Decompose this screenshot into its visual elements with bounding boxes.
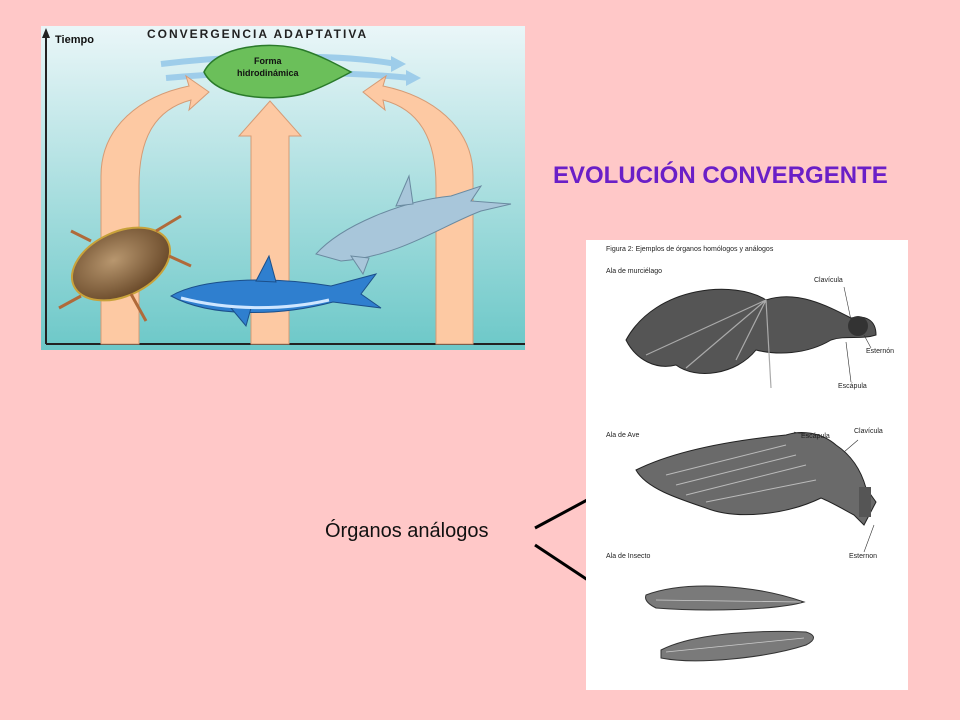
insect-wing-icon — [645, 585, 814, 662]
bird-wing-title: Ala de Ave — [606, 432, 640, 439]
shape-label: Forma hidrodinámica — [237, 55, 299, 79]
slide-title: EVOLUCIÓN CONVERGENTE — [553, 162, 888, 189]
convergence-arrow-right — [362, 74, 474, 345]
wing-figure: Figura 2: Ejemplos de órganos homólogos … — [586, 240, 908, 690]
bat-wing-icon — [625, 288, 877, 389]
convergence-diagram: Tiempo CONVERGENCIA ADAPTATIVA Forma hid… — [41, 26, 525, 350]
convergence-heading: CONVERGENCIA ADAPTATIVA — [147, 27, 369, 41]
bat-wing-title: Ala de murciélago — [606, 268, 663, 275]
bird-label-scapula: Escápula — [801, 433, 830, 440]
dolphin-icon — [315, 174, 512, 276]
figure-caption: Figura 2: Ejemplos de órganos homólogos … — [606, 246, 774, 253]
hydrodynamic-shape — [203, 44, 353, 99]
shark-icon — [169, 254, 382, 328]
analogous-organs-label: Órganos análogos — [325, 520, 489, 542]
bird-label-sternum: Esternon — [849, 553, 878, 560]
bat-label-scapula: Escápula — [838, 383, 867, 390]
bird-wing-icon — [635, 432, 877, 526]
bird-label-clavicle: Clavícula — [854, 428, 883, 435]
bat-label-clavicle: Clavícula — [814, 277, 843, 284]
bat-label-sternum: Esternón — [866, 348, 895, 355]
shape-label-line1: Forma — [254, 56, 282, 66]
shape-label-line2: hidrodinámica — [237, 68, 299, 78]
beetle-icon — [58, 214, 192, 322]
insect-wing-title: Ala de Insecto — [606, 553, 651, 560]
time-axis-label: Tiempo — [55, 34, 94, 46]
